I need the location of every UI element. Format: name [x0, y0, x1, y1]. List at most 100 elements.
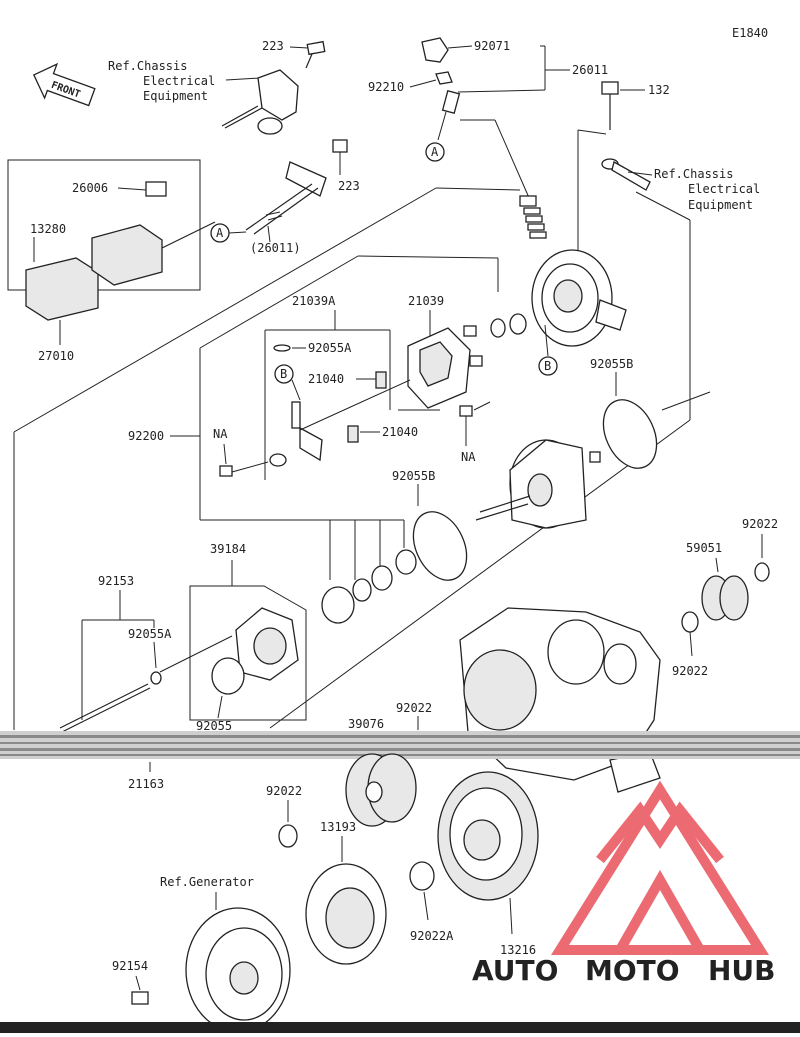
watermark-logo	[550, 780, 770, 955]
generator-rotor: Ref.Generator	[160, 875, 291, 1033]
rear-cover	[531, 249, 627, 347]
front-cover-39184: 39184	[189, 542, 307, 721]
gear-59051: 59051	[686, 541, 749, 621]
scan-noise-band	[0, 731, 800, 759]
svg-text:26011: 26011	[572, 63, 608, 77]
marker-b-holder: B	[274, 364, 301, 401]
svg-text:92055B: 92055B	[392, 469, 435, 483]
ref-chassis-right: Ref.Chassis Electrical Equipment	[627, 167, 760, 212]
brand-moto: MOTO	[585, 954, 680, 987]
svg-text:21039: 21039	[408, 294, 444, 308]
brand-auto: AUTO	[472, 954, 558, 987]
diagram-code: E1840	[732, 26, 768, 40]
svg-text:92055B: 92055B	[590, 357, 633, 371]
svg-text:21040: 21040	[308, 372, 344, 386]
svg-text:92055A: 92055A	[128, 627, 172, 641]
svg-text:Equipment: Equipment	[143, 89, 208, 103]
terminal	[219, 379, 411, 477]
washer-92022-mid: 92022	[672, 611, 708, 678]
starter-housing	[459, 607, 661, 793]
svg-text:13193: 13193	[320, 820, 356, 834]
svg-text:27010: 27010	[38, 349, 74, 363]
spring-21040b: 21040	[347, 425, 418, 443]
svg-text:92200: 92200	[128, 429, 164, 443]
label-92022-center: 92022	[396, 701, 432, 730]
svg-text:39076: 39076	[348, 717, 384, 731]
gear-13216: 13216	[437, 771, 539, 957]
frame-lines	[13, 187, 691, 730]
spring-21040a: 21040	[308, 371, 387, 389]
svg-text:92022: 92022	[742, 517, 778, 531]
label-21163: 21163	[128, 762, 164, 791]
svg-text:92071: 92071	[474, 39, 510, 53]
svg-text:26006: 26006	[72, 181, 108, 195]
brush-holder-group: 21039A 21039	[264, 294, 483, 480]
cap-92071: 92071 26011	[421, 37, 608, 90]
svg-text:92055: 92055	[196, 719, 232, 733]
bottom-border	[0, 1022, 800, 1033]
label-92200: 92200	[128, 429, 200, 443]
bolt-92153: 92153 92055A	[59, 574, 233, 733]
watermark-text: AUTO MOTO HUB	[472, 954, 776, 987]
marker-a-mid: A	[210, 223, 247, 243]
nut-92210: 92210	[368, 71, 546, 141]
svg-text:13280: 13280	[30, 222, 66, 236]
gear-39076: 39076	[345, 717, 417, 827]
marker-a-top: A	[425, 142, 445, 162]
svg-text:A: A	[216, 226, 224, 240]
svg-text:223: 223	[262, 39, 284, 53]
washer-chain	[230, 519, 417, 624]
svg-text:92022A: 92022A	[410, 929, 454, 943]
washer-92022-right: 92022	[742, 517, 778, 582]
bracket-top	[221, 69, 299, 135]
washer-92022-lower: 92022	[266, 784, 302, 848]
svg-text:13216: 13216	[500, 943, 536, 957]
bolt-223-top: 223	[262, 39, 326, 69]
label-na-left: NA	[213, 427, 228, 465]
svg-text:Electrical: Electrical	[143, 74, 215, 88]
svg-text:21039A: 21039A	[292, 294, 336, 308]
label-na-right: NA	[459, 401, 491, 464]
svg-text:21040: 21040	[382, 425, 418, 439]
svg-text:Ref.Generator: Ref.Generator	[160, 875, 254, 889]
washers-rear	[490, 313, 527, 338]
svg-text:Electrical: Electrical	[688, 182, 760, 196]
spring-stack	[460, 119, 607, 256]
washer-92022A: 92022A	[409, 861, 454, 943]
svg-text:92210: 92210	[368, 80, 404, 94]
svg-text:B: B	[544, 359, 551, 373]
svg-text:Equipment: Equipment	[688, 198, 753, 212]
svg-text:21163: 21163	[128, 777, 164, 791]
svg-text:A: A	[431, 145, 439, 159]
marker-b-rear: B	[538, 324, 558, 376]
svg-text:NA: NA	[461, 450, 476, 464]
svg-text:B: B	[280, 367, 287, 381]
bolt-92154: 92154	[112, 959, 149, 1005]
svg-text:92055A: 92055A	[308, 341, 352, 355]
svg-text:132: 132	[648, 83, 670, 97]
svg-text:(26011): (26011)	[250, 241, 301, 255]
svg-text:NA: NA	[213, 427, 228, 441]
svg-text:Ref.Chassis: Ref.Chassis	[654, 167, 733, 181]
oring-92055A: 92055A	[273, 341, 352, 355]
ref-chassis-top: Ref.Chassis Electrical Equipment	[108, 59, 261, 103]
svg-text:223: 223	[338, 179, 360, 193]
oring-92055: 92055	[196, 695, 232, 733]
front-arrow: FRONT	[32, 62, 96, 107]
oring-92055B-left: 92055B	[392, 469, 468, 581]
svg-text:92153: 92153	[98, 574, 134, 588]
brand-hub: HUB	[708, 954, 776, 987]
oring-92055B-right: 92055B	[590, 357, 711, 469]
bolt-223-mid: 223 (26011)	[245, 139, 360, 255]
svg-text:92154: 92154	[112, 959, 148, 973]
svg-text:39184: 39184	[210, 542, 246, 556]
svg-text:Ref.Chassis: Ref.Chassis	[108, 59, 187, 73]
logo-triangle-icon	[550, 780, 770, 955]
bolt-132: 132	[601, 81, 670, 191]
svg-text:92022: 92022	[672, 664, 708, 678]
svg-text:92022: 92022	[396, 701, 432, 715]
svg-text:59051: 59051	[686, 541, 722, 555]
clutch-13193: 13193	[305, 820, 387, 965]
